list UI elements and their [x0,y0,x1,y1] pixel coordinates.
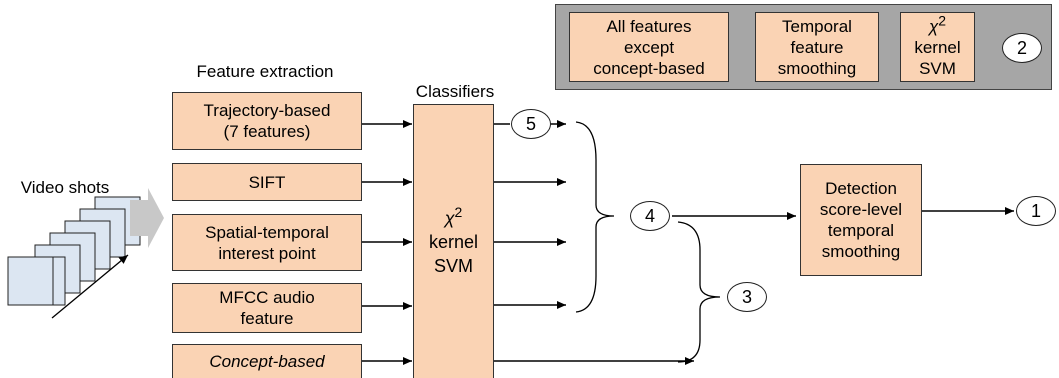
top-svm-box: χ2 kernel SVM [900,12,975,82]
feature-sift-label: SIFT [248,172,286,192]
temporal-smoothing-line2: feature [790,37,844,57]
all-features-line1: All features [606,16,692,36]
classifier-chi-symbol: χ [444,207,455,228]
classifier-line2: kernel [428,231,479,252]
video-shots-label: Video shots [20,177,110,197]
feature-trajectory-line1: Trajectory-based [203,101,331,120]
feature-trajectory-box: Trajectory-based (7 features) [172,92,362,150]
video-frames-icon [7,196,141,319]
temporal-smoothing-line3: smoothing [777,58,857,78]
classifier-line3: SVM [433,255,473,276]
feature-extraction-label: Feature extraction [196,61,334,81]
classifiers-label: Classifiers [415,81,495,101]
feature-mfcc-line2: feature [240,309,294,328]
classifier-svm-box: χ2 kernel SVM [413,104,494,378]
node-3-label: 3 [741,286,752,307]
top-svm-line2: kernel [914,37,961,57]
feature-mfcc-box: MFCC audio feature [172,283,362,333]
classifier-chi-superscript: 2 [454,203,463,220]
detection-line4: smoothing [821,242,901,261]
detection-smoothing-box: Detection score-level temporal smoothing [800,164,922,276]
top-svm-line3: SVM [919,58,956,78]
node-5-label: 5 [525,113,536,134]
detection-line3: temporal [827,221,895,240]
all-features-box: All features except concept-based [569,12,729,82]
feature-concept-label: Concept-based [209,352,325,371]
flow-arrow-icon [130,188,164,248]
node-2-label: 2 [1016,37,1027,58]
top-chi-symbol: χ [928,16,939,36]
classifier-chi: χ2 [444,203,463,230]
feature-trajectory-line2: (7 features) [223,122,311,141]
detection-line2: score-level [819,200,903,219]
all-features-line2: except [623,37,675,57]
feature-concept-box: Concept-based [172,344,362,378]
node-2: 2 [1002,33,1042,63]
top-chi-superscript: 2 [938,11,947,28]
temporal-feature-smoothing-box: Temporal feature smoothing [755,12,879,82]
feature-stip-line1: Spatial-temporal [205,222,329,242]
node-4: 4 [630,201,670,231]
feature-mfcc-line1: MFCC audio [219,288,315,307]
feature-stip-line2: interest point [218,243,316,263]
detection-line1: Detection [825,179,897,198]
feature-sift-box: SIFT [172,163,362,201]
node-1: 1 [1016,196,1056,226]
all-features-line3: concept-based [593,58,705,78]
temporal-smoothing-line1: Temporal [782,16,852,36]
top-svm-chi: χ2 [928,13,946,37]
node-3: 3 [727,282,767,312]
node-1-label: 1 [1030,200,1041,221]
node-4-label: 4 [644,205,655,226]
feature-stip-box: Spatial-temporal interest point [172,214,362,271]
node-5: 5 [511,109,551,139]
